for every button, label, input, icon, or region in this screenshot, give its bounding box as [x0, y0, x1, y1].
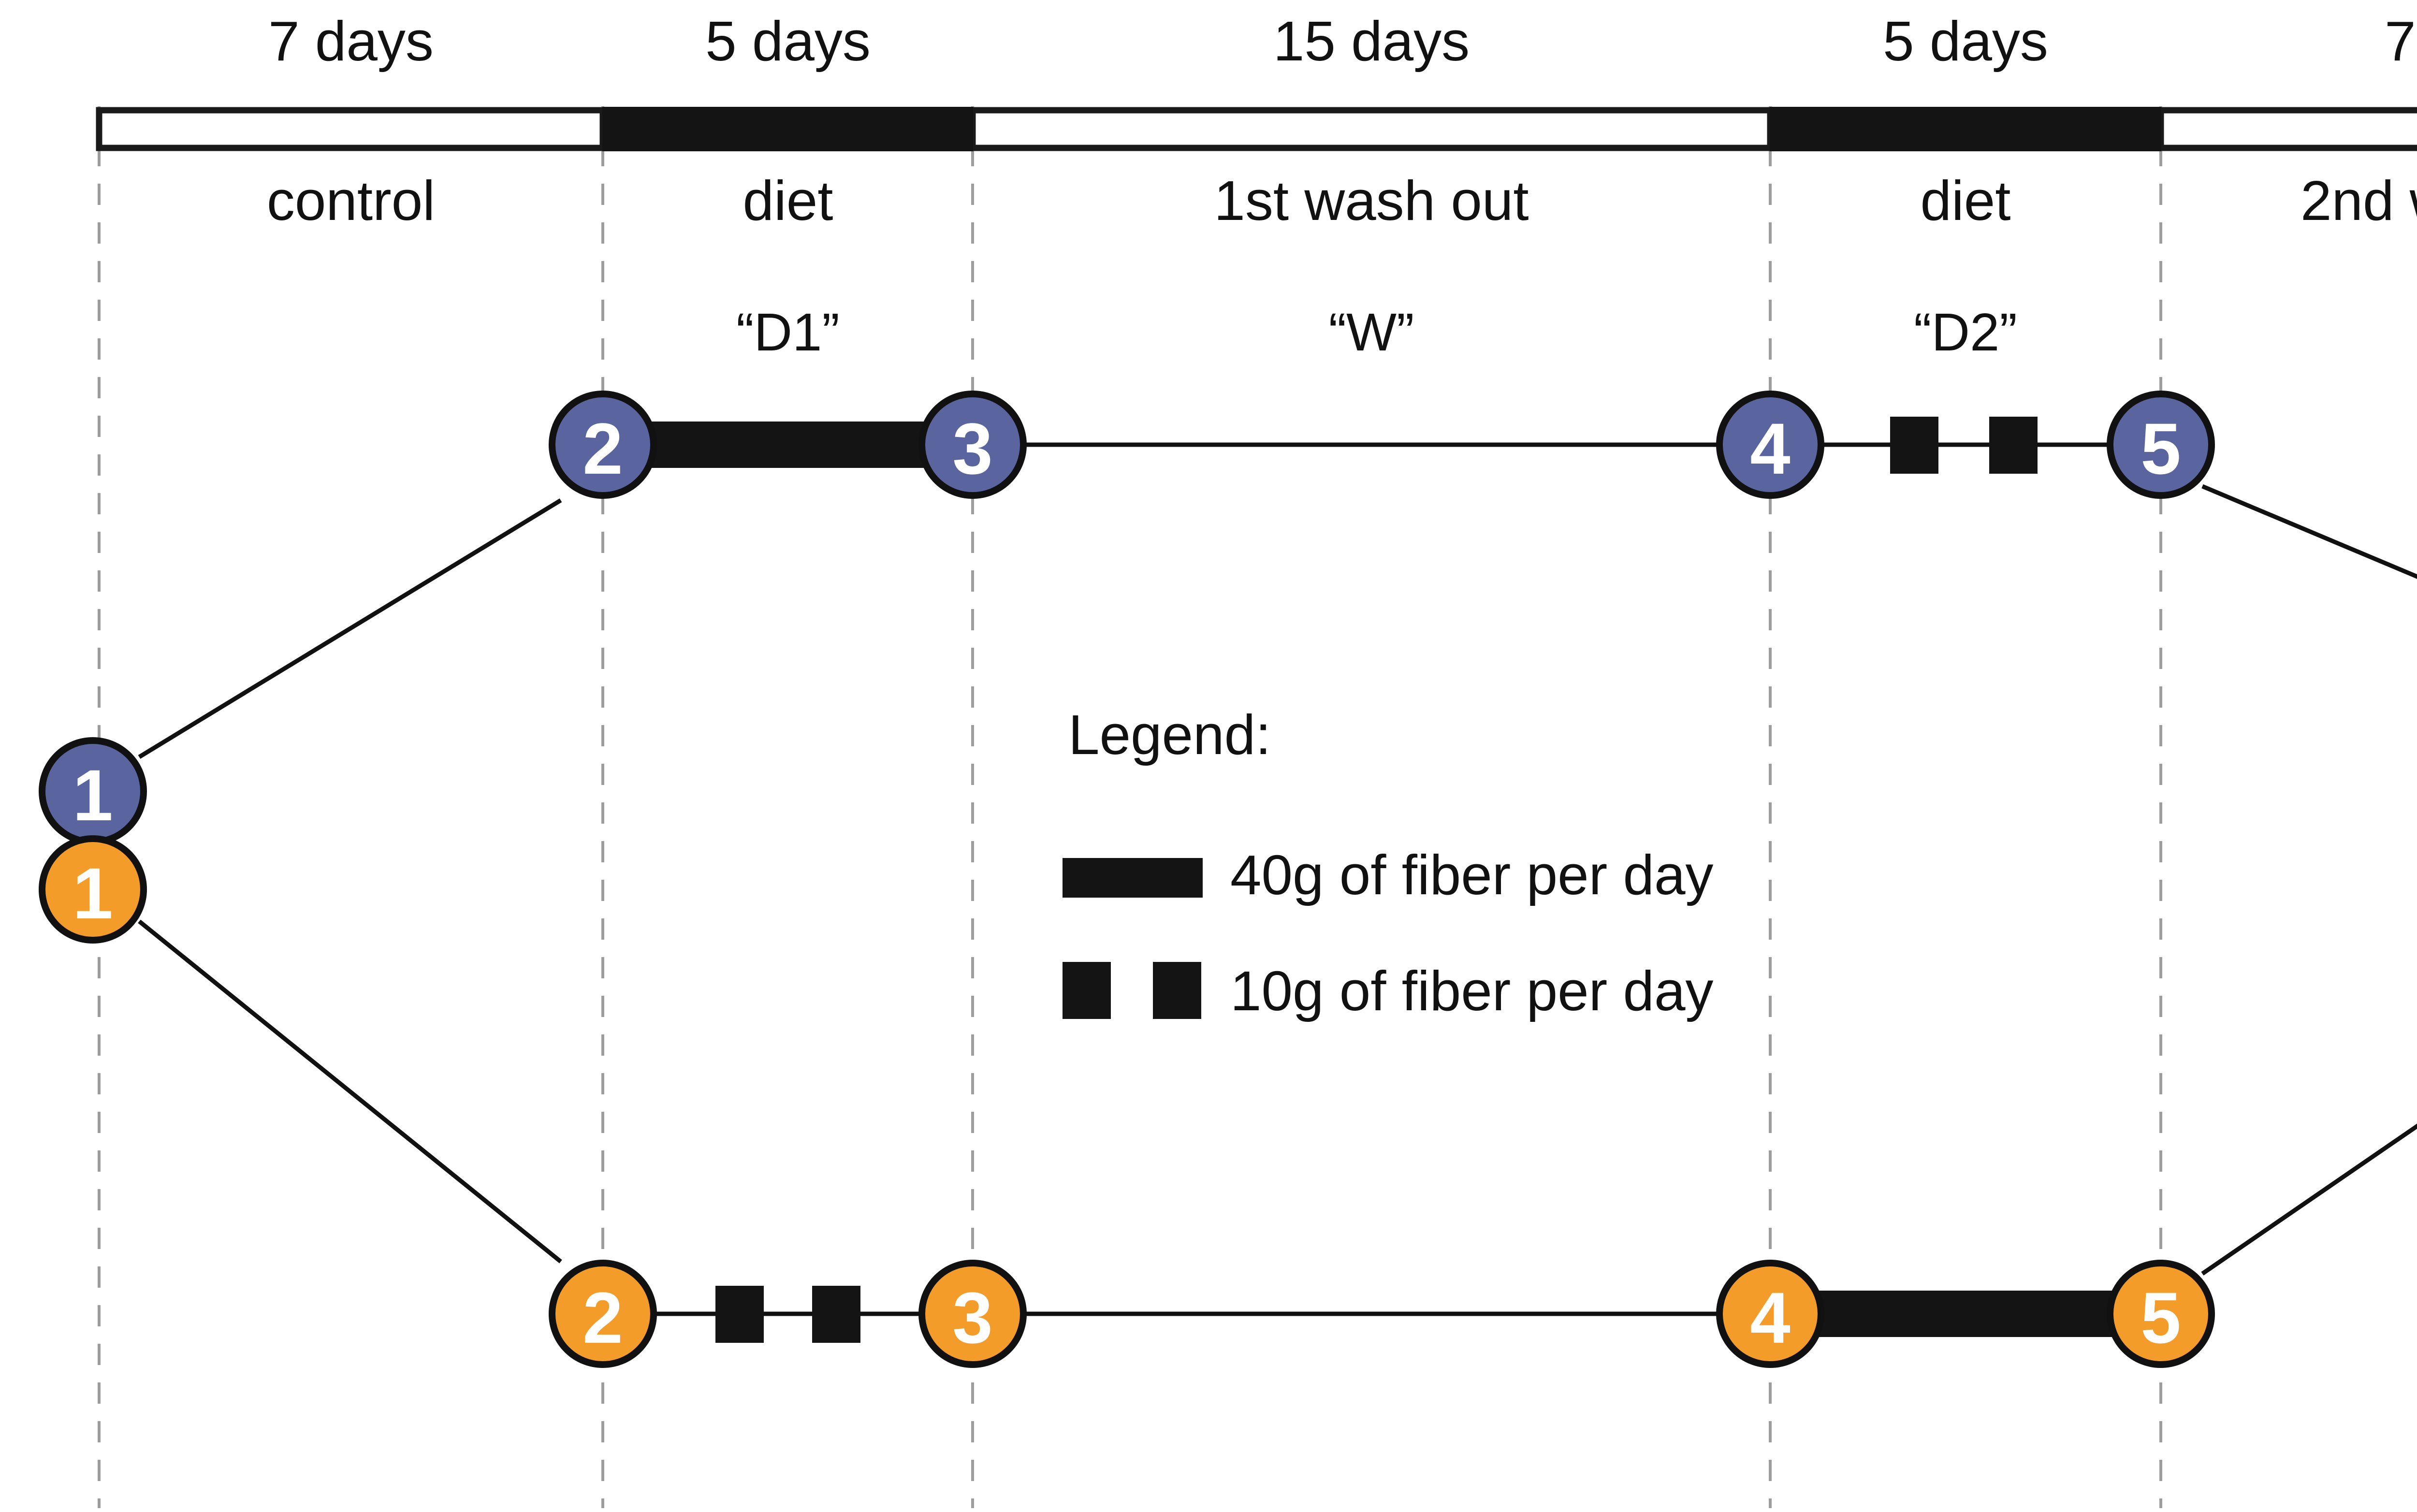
node-blue-1-label: 1 [73, 755, 113, 836]
phase-code-labels: “D1” “W” “D2” [736, 303, 2017, 362]
orange-link-1-2 [138, 919, 562, 1264]
node-blue-4-circle[interactable] [1716, 391, 1824, 499]
node-orange-1-circle[interactable] [39, 835, 147, 944]
orange-link-4-5-high-fiber [1769, 1291, 2162, 1337]
node-blue-4[interactable]: 4 [1716, 391, 1824, 499]
timeline-segment-diet-2 [1770, 107, 2161, 151]
legend-swatch-high-fiber [1063, 858, 1203, 898]
legend-label-high-fiber: 40g of fiber per day [1230, 843, 1714, 906]
phase-label-control: control [267, 169, 435, 232]
timeline-segment-washout-1 [969, 107, 1774, 151]
orange-link-2-3-dash-1 [715, 1286, 764, 1343]
node-orange-1-label: 1 [73, 853, 113, 934]
phase-code-d2: “D2” [1914, 303, 2017, 362]
node-orange-2-label: 2 [582, 1277, 623, 1358]
timeline-segment-washout-2 [2157, 107, 2417, 151]
timeline-bar [96, 107, 2417, 151]
orange-link-5-6 [2201, 1123, 2417, 1276]
node-orange-3-circle[interactable] [918, 1260, 1027, 1368]
node-orange-3-label: 3 [952, 1277, 992, 1358]
node-blue-3[interactable]: 3 [918, 391, 1027, 499]
phase-label-washout-1: 1st wash out [1214, 169, 1529, 232]
legend-swatch-low-fiber-dash-1 [1063, 962, 1111, 1019]
blue-link-2-3-high-fiber [602, 422, 974, 468]
phase-code-w: “W” [1328, 303, 1414, 362]
node-blue-2[interactable]: 2 [549, 391, 657, 499]
blue-link-4-5-dash-1 [1890, 417, 1938, 474]
node-blue-3-circle[interactable] [918, 391, 1027, 499]
blue-arm-nodes: 1 2 3 4 5 6 [39, 391, 2215, 845]
node-orange-4[interactable]: 4 [1716, 1260, 1824, 1368]
phase-label-diet-2: diet [1920, 169, 2010, 232]
orange-arm-connectors [138, 919, 2417, 1343]
node-blue-2-circle[interactable] [549, 391, 657, 499]
phase-code-d1: “D1” [736, 303, 840, 362]
node-blue-5-label: 5 [2140, 408, 2181, 489]
node-orange-2-circle[interactable] [549, 1260, 657, 1368]
node-orange-4-label: 4 [1750, 1277, 1790, 1358]
node-blue-2-label: 2 [582, 408, 623, 489]
node-blue-5[interactable]: 5 [2107, 391, 2215, 499]
node-blue-3-label: 3 [952, 408, 992, 489]
node-orange-5-circle[interactable] [2107, 1260, 2215, 1368]
duration-labels: 7 days 5 days 15 days 5 days 7 days [268, 10, 2417, 73]
timeline-segment-control [96, 107, 606, 151]
phase-label-washout-2: 2nd wash out [2301, 169, 2417, 232]
node-orange-2[interactable]: 2 [549, 1260, 657, 1368]
duration-label-diet-1: 5 days [705, 10, 871, 73]
duration-label-washout-1: 15 days [1273, 10, 1470, 73]
node-orange-1[interactable]: 1 [39, 835, 147, 944]
legend-label-low-fiber: 10g of fiber per day [1230, 960, 1714, 1022]
legend-swatch-low-fiber-dash-2 [1153, 962, 1201, 1019]
blue-link-5-6 [2201, 484, 2417, 579]
orange-link-2-3-dash-2 [812, 1286, 860, 1343]
blue-link-4-5-dash-2 [1989, 417, 2038, 474]
phase-labels: control diet 1st wash out diet 2nd wash … [267, 169, 2417, 232]
node-blue-1[interactable]: 1 [39, 737, 147, 845]
phase-label-diet-1: diet [743, 169, 833, 232]
node-orange-5-label: 5 [2140, 1277, 2181, 1358]
node-orange-3[interactable]: 3 [918, 1260, 1027, 1368]
node-orange-5[interactable]: 5 [2107, 1260, 2215, 1368]
timeline-segment-diet-1 [602, 107, 973, 151]
blue-arm-connectors [138, 417, 2417, 759]
node-orange-4-circle[interactable] [1716, 1260, 1824, 1368]
duration-label-control: 7 days [268, 10, 434, 73]
legend-title: Legend: [1068, 703, 1271, 766]
duration-label-diet-2: 5 days [1883, 10, 2048, 73]
orange-arm-nodes: 1 2 3 4 5 6 [39, 835, 2215, 1368]
duration-label-washout-2: 7 days [2385, 10, 2417, 73]
node-blue-5-circle[interactable] [2107, 391, 2215, 499]
blue-link-1-2 [138, 498, 562, 759]
node-blue-4-label: 4 [1750, 408, 1790, 489]
legend: Legend: 40g of fiber per day 10g of fibe… [1063, 703, 1714, 1022]
